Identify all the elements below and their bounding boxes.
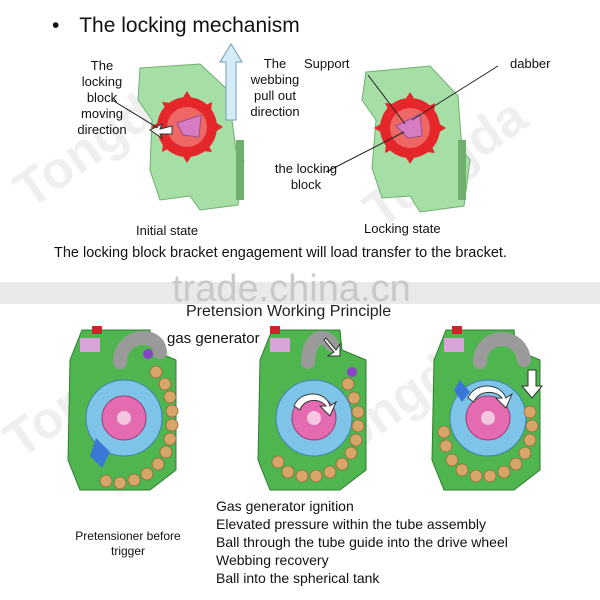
step-item: Ball through the tube guide into the dri… xyxy=(216,534,508,550)
bracket-edge-locking xyxy=(458,140,466,200)
step-item: Gas generator ignition xyxy=(216,498,354,514)
label-the-locking-block: the locking block xyxy=(274,161,338,192)
title-text: The locking mechanism xyxy=(79,14,300,37)
pretensioner-diagram-1 xyxy=(67,326,179,491)
bracket-edge-initial xyxy=(236,140,244,200)
pretensioner-diagram-2 xyxy=(257,326,367,491)
locking-initial-diagram xyxy=(111,43,245,211)
pretensioner-diagram-3 xyxy=(431,326,544,491)
label-webbing-pull-out-direction: The webbing pull out direction xyxy=(250,56,300,119)
watermark-band xyxy=(0,282,600,304)
flow-arrow-3 xyxy=(520,369,544,399)
flow-arrow-2 xyxy=(323,337,341,357)
locking-state-diagram xyxy=(325,65,499,213)
label-gas-generator: gas generator xyxy=(167,330,260,347)
label-dabber: dabber xyxy=(510,56,551,71)
step-item: Webbing recovery xyxy=(216,552,329,568)
locking-description: The locking block bracket engagement wil… xyxy=(54,245,507,261)
label-locking-block-moving-direction: The locking block moving direction xyxy=(77,58,127,137)
pretension-title: Pretension Working Principle xyxy=(186,303,392,320)
step-item: Ball into the spherical tank xyxy=(216,570,380,586)
pull-out-arrow xyxy=(219,43,243,121)
watermark-text: trade.china.cn xyxy=(172,268,411,310)
rotation-arrow-2 xyxy=(293,393,338,417)
caption-pretensioner-before-trigger: Pretensioner before trigger xyxy=(75,529,181,558)
locking-block-arrow xyxy=(149,122,173,140)
caption-initial-state: Initial state xyxy=(136,223,199,238)
pretension-steps: Gas generator ignition Elevated pressure… xyxy=(216,497,508,587)
section-title: • The locking mechanism xyxy=(52,14,300,38)
step-item: Elevated pressure within the tube assemb… xyxy=(216,516,487,532)
label-support: Support xyxy=(304,56,350,71)
title-bullet: • xyxy=(52,14,60,37)
leader-support xyxy=(367,74,406,125)
leader-moving-direction xyxy=(111,99,159,129)
leader-dabber xyxy=(411,65,499,121)
rotation-arrow-3 xyxy=(467,385,514,409)
caption-locking-state: Locking state xyxy=(364,221,441,236)
leader-locking-block xyxy=(325,131,405,173)
